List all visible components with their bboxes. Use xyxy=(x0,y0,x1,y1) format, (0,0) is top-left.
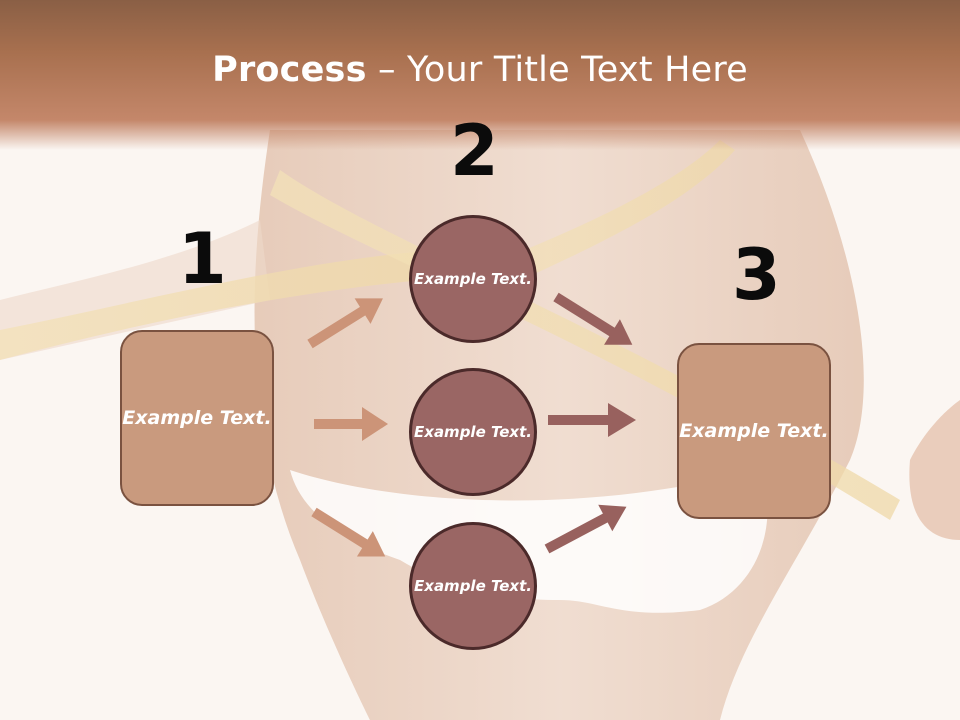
arrow-1-to-middle xyxy=(314,407,388,441)
title-rest: – Your Title Text Here xyxy=(366,50,748,90)
step-2-circle-middle: Example Text. xyxy=(409,368,537,496)
step-number-3: 3 xyxy=(732,234,781,316)
arrow-top-to-3 xyxy=(553,292,633,345)
step-1-text: Example Text. xyxy=(122,406,272,429)
step-2-circle-bottom: Example Text. xyxy=(409,522,537,650)
step-3-box: Example Text. xyxy=(677,343,831,519)
arrow-middle-to-3 xyxy=(548,403,636,437)
step-2-text-middle: Example Text. xyxy=(414,422,532,441)
step-2-circle-top: Example Text. xyxy=(409,215,537,343)
arrow-1-to-top xyxy=(307,298,383,349)
step-3-text: Example Text. xyxy=(679,419,829,442)
step-number-2: 2 xyxy=(450,110,499,192)
arrow-bottom-to-3 xyxy=(544,504,627,554)
slide-title: Process – Your Title Text Here xyxy=(0,50,960,90)
step-2-text-bottom: Example Text. xyxy=(414,576,532,595)
step-2-text-top: Example Text. xyxy=(414,269,532,288)
title-bold: Process xyxy=(212,50,367,90)
step-number-1: 1 xyxy=(178,218,227,300)
step-1-box: Example Text. xyxy=(120,330,274,506)
arrow-1-to-bottom xyxy=(311,507,386,557)
header-band xyxy=(0,0,960,150)
